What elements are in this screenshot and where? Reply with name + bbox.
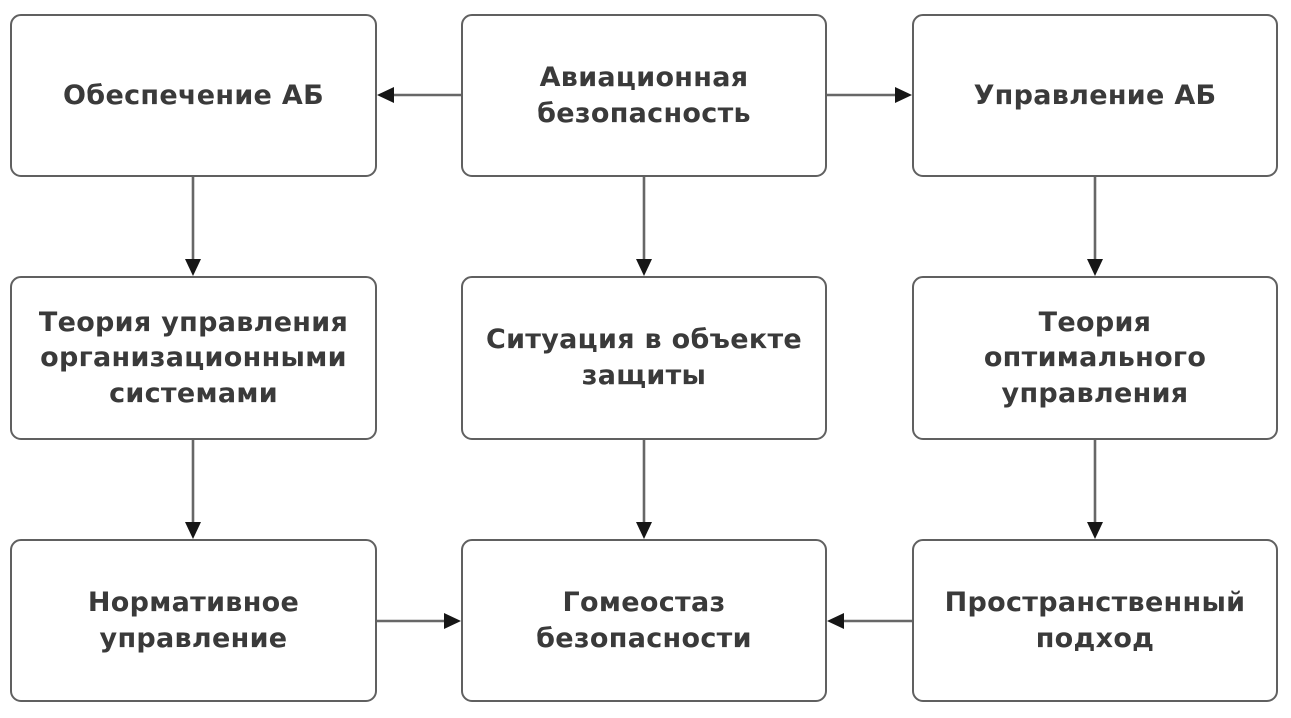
arrow-situaciya-to-gomeostaz — [636, 440, 652, 539]
arrow-normativnoe-to-gomeostaz — [377, 613, 461, 629]
arrow-upravlenie-to-teoriya-opt — [1087, 177, 1103, 276]
node-label: Теория управления организационными систе… — [38, 306, 349, 409]
arrow-prostranstvenny-to-gomeostaz — [827, 613, 912, 629]
arrow-obespechenie-to-teoriya-org — [185, 177, 201, 276]
arrow-aviation-to-situaciya — [636, 177, 652, 276]
node-prostranstvenny-podhod: Пространственный подход — [912, 539, 1278, 702]
node-label: Авиационная безопасность — [537, 61, 751, 129]
node-label: Управление АБ — [973, 79, 1217, 111]
node-normativnoe-upravlenie: Нормативное управление — [10, 539, 377, 702]
arrowhead-down-icon — [636, 522, 652, 539]
arrowhead-right-icon — [895, 87, 912, 103]
arrowhead-down-icon — [1087, 522, 1103, 539]
node-label: Теория оптимального управления — [983, 306, 1207, 409]
arrowhead-down-icon — [185, 259, 201, 276]
arrow-teoriya-opt-to-prostranstvenny — [1087, 440, 1103, 539]
node-teoriya-optimalnogo: Теория оптимального управления — [912, 276, 1278, 440]
arrowhead-down-icon — [185, 522, 201, 539]
node-gomeostaz-bezopasnosti: Гомеостаз безопасности — [461, 539, 827, 702]
node-label: Обеспечение АБ — [63, 79, 324, 111]
node-teoriya-org-sistem: Теория управления организационными систе… — [10, 276, 377, 440]
arrowhead-left-icon — [827, 613, 844, 629]
node-upravlenie-ab: Управление АБ — [912, 14, 1278, 177]
arrowhead-left-icon — [377, 87, 394, 103]
arrow-aviation-to-obespechenie — [377, 87, 461, 103]
arrow-teoriya-org-to-normativnoe — [185, 440, 201, 539]
node-label: Пространственный подход — [944, 586, 1246, 654]
node-label: Гомеостаз безопасности — [536, 586, 752, 654]
node-aviacionnaya-bezopasnost: Авиационная безопасность — [461, 14, 827, 177]
arrowhead-down-icon — [636, 259, 652, 276]
node-situaciya-v-obekte: Ситуация в объекте защиты — [461, 276, 827, 440]
arrow-aviation-to-upravlenie — [827, 87, 912, 103]
arrowhead-down-icon — [1087, 259, 1103, 276]
node-label: Нормативное управление — [87, 586, 300, 654]
node-label: Ситуация в объекте защиты — [485, 324, 803, 391]
node-obespechenie-ab: Обеспечение АБ — [10, 14, 377, 177]
arrowhead-right-icon — [444, 613, 461, 629]
